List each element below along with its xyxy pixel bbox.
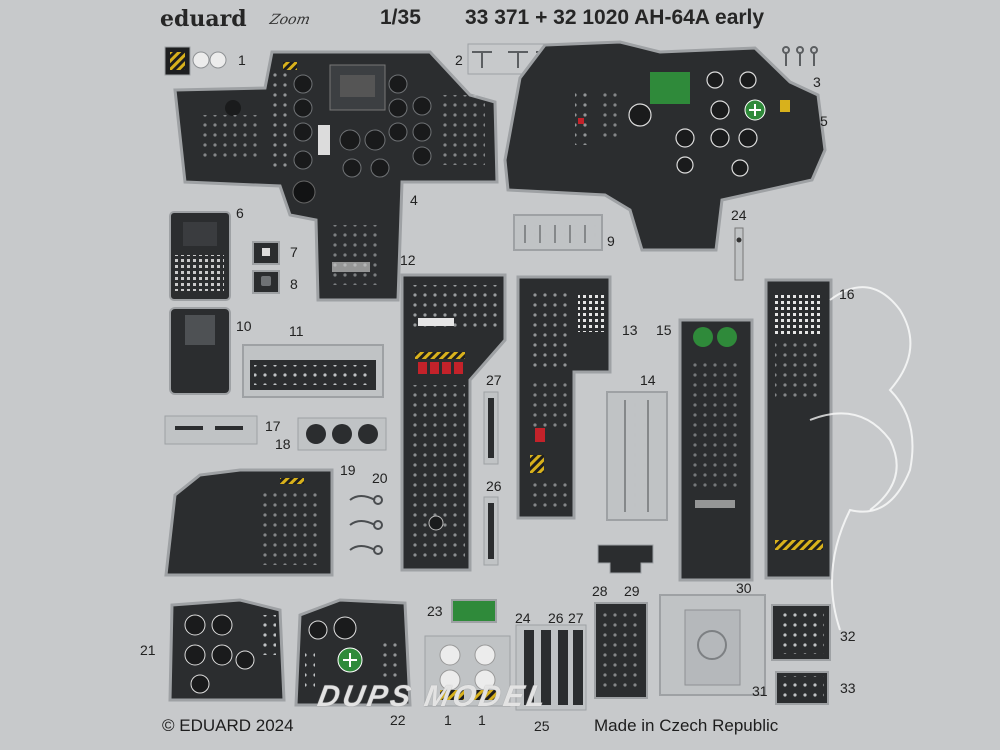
part-18 (297, 417, 387, 451)
part-number: 12 (400, 252, 416, 268)
part-number: 32 (840, 628, 856, 644)
part-number: 8 (290, 276, 298, 292)
part-5-rear-panel (503, 40, 827, 252)
part-number: 20 (372, 470, 388, 486)
scale-label: 1/35 (380, 6, 421, 29)
part-number: 22 (390, 712, 406, 728)
part-7 (252, 241, 280, 265)
part-number: 16 (839, 286, 855, 302)
part-26-strip (483, 496, 499, 566)
part-number: 5 (820, 113, 828, 129)
part-number: 3 (813, 74, 821, 90)
part-number: 14 (640, 372, 656, 388)
part-32 (771, 604, 831, 661)
part-number: 7 (290, 244, 298, 260)
part-number: 23 (427, 603, 443, 619)
part-number: 21 (140, 642, 156, 658)
part-number: 11 (289, 323, 304, 339)
part-number: 4 (410, 192, 418, 208)
part-19 (164, 468, 334, 577)
part-number: 26 (548, 610, 564, 626)
part-number: 13 (622, 322, 638, 338)
part-4-front-panel (173, 50, 499, 302)
part-28 (594, 602, 648, 699)
origin-text: Made in Czech Republic (594, 716, 779, 735)
part-1-top (164, 46, 227, 76)
part-14 (606, 391, 668, 521)
part-number: 15 (656, 322, 672, 338)
watermark-text: DUPS MODEL (315, 680, 552, 713)
part-24-upper (734, 227, 744, 281)
part-15-console (678, 318, 754, 582)
part-9 (513, 214, 603, 251)
brand-logo: eduard (160, 6, 247, 32)
part-1-lower (424, 635, 511, 707)
part-number: 33 (840, 680, 856, 696)
part-20 (349, 495, 383, 555)
part-number: 30 (736, 580, 752, 596)
part-33 (775, 671, 829, 705)
part-10 (169, 307, 231, 395)
part-number: 9 (607, 233, 615, 249)
part-number: 28 (592, 583, 608, 599)
part-number: 2 (455, 52, 463, 68)
part-number: 27 (568, 610, 584, 626)
product-title: 33 371 + 32 1020 AH-64A early (465, 6, 765, 29)
watermark-sketch (809, 286, 914, 631)
part-21 (168, 598, 286, 702)
part-22 (294, 598, 412, 707)
part-number: 18 (275, 436, 291, 452)
part-number: 10 (236, 318, 252, 334)
part-number: 26 (486, 478, 502, 494)
part-number: 6 (236, 205, 244, 221)
part-number: 24 (731, 207, 747, 223)
part-13-console (516, 275, 612, 520)
part-11 (242, 344, 384, 398)
part-number: 1 (478, 712, 486, 728)
copyright-text: © EDUARD 2024 (162, 716, 294, 735)
part-number: 17 (265, 418, 281, 434)
part-number: 19 (340, 462, 356, 478)
part-number: 27 (486, 372, 502, 388)
part-17 (164, 415, 258, 445)
part-30-31 (659, 594, 766, 696)
part-number: 1 (444, 712, 452, 728)
part-number: 1 (238, 52, 246, 68)
zoom-mark: Zoom (268, 12, 312, 28)
part-23 (451, 599, 497, 623)
part-12-console (400, 273, 507, 572)
part-16-console (764, 278, 833, 580)
part-number: 31 (752, 683, 768, 699)
part-number: 25 (534, 718, 550, 734)
part-6 (169, 211, 231, 301)
part-3 (782, 46, 818, 66)
parts-24-27-strips (515, 624, 587, 711)
part-number: 24 (515, 610, 531, 626)
part-8 (252, 270, 280, 294)
part-number: 29 (624, 583, 640, 599)
part-27-strip (483, 391, 499, 465)
part-29 (597, 544, 654, 574)
